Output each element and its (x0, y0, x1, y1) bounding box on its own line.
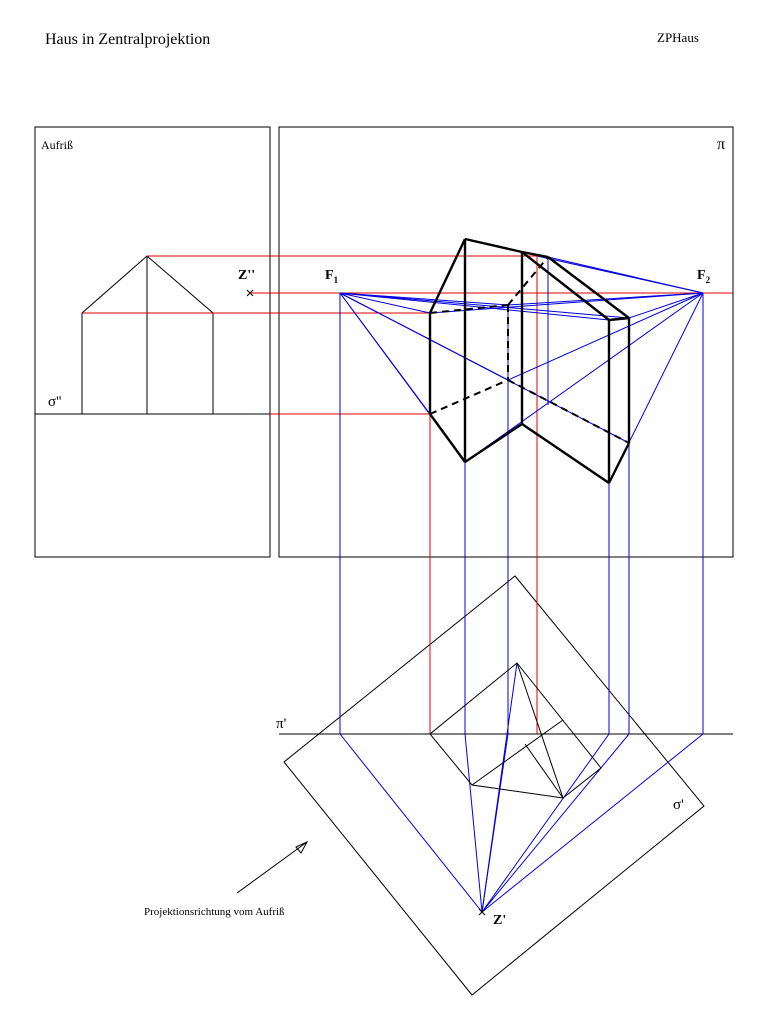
sigma-prime-plane (283, 575, 705, 996)
f1-label: F1 (325, 268, 339, 285)
arrow-head (295, 840, 309, 854)
plan-house (429, 662, 602, 799)
f2-label: F2 (697, 268, 711, 285)
z-prime-marker (478, 908, 486, 916)
projection-direction-arrow (236, 841, 308, 894)
blue-construction-lines (339, 255, 704, 913)
projection-direction-label: Projektionsrichtung vom Aufriß (144, 906, 285, 918)
elevation-house (81, 255, 214, 414)
pi-prime-label: π' (276, 716, 287, 732)
z-prime-label: Z' (493, 913, 507, 928)
sigma-double-label: σ'' (48, 394, 62, 410)
elevation-label: Aufriß (41, 138, 73, 152)
drawing-code: ZPHaus (657, 30, 699, 45)
page-title: Haus in Zentralprojektion (45, 31, 211, 48)
picture-plane-frame (278, 126, 734, 558)
frames (34, 126, 734, 996)
elevation-frame (34, 126, 271, 558)
perspective-hidden-edges (429, 256, 630, 444)
perspective-house (428, 237, 631, 484)
sigma-prime-label: σ' (673, 797, 684, 813)
pi-label: π (717, 136, 726, 153)
z-double-label: Z'' (238, 268, 256, 283)
